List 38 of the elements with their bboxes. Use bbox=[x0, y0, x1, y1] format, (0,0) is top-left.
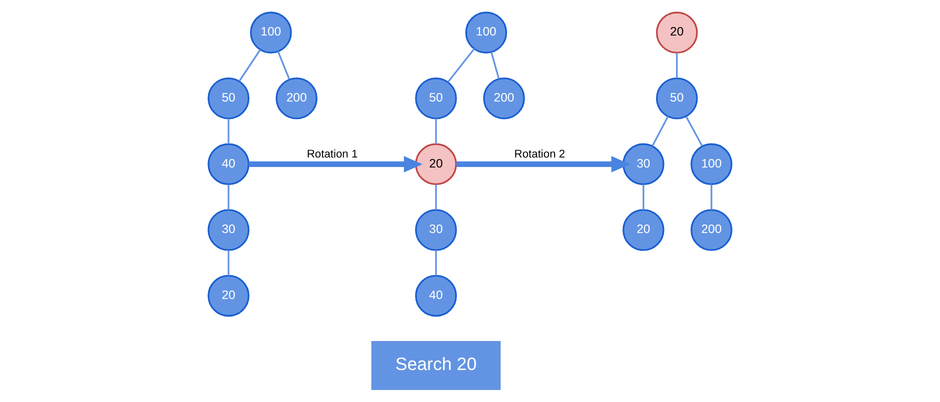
node-circle: 100 bbox=[250, 12, 292, 54]
connector bbox=[238, 49, 261, 82]
node-circle: 40 bbox=[208, 143, 250, 186]
node-circle: 200 bbox=[276, 77, 318, 120]
node-circle: 200 bbox=[690, 209, 732, 251]
connector bbox=[228, 184, 230, 210]
node-circle: 100 bbox=[690, 143, 732, 186]
node-circle: 30 bbox=[208, 209, 250, 251]
connector bbox=[642, 184, 644, 210]
connector bbox=[710, 184, 712, 210]
node-circle: 50 bbox=[415, 77, 457, 120]
node-circle: 20 bbox=[415, 143, 457, 186]
node-circle: 20 bbox=[208, 274, 250, 317]
node-circle: 30 bbox=[622, 143, 664, 186]
node-circle: 20 bbox=[656, 12, 698, 54]
connector bbox=[435, 250, 437, 276]
node-circle: 200 bbox=[483, 77, 525, 120]
arrow bbox=[248, 156, 423, 172]
connector bbox=[447, 48, 475, 82]
node-circle: 100 bbox=[465, 12, 508, 54]
node-circle: 50 bbox=[656, 77, 698, 120]
connector bbox=[228, 250, 230, 276]
connector bbox=[435, 184, 437, 210]
node-circle: 30 bbox=[415, 209, 457, 251]
node-circle: 50 bbox=[208, 77, 250, 120]
connector bbox=[277, 51, 290, 80]
connector bbox=[685, 116, 703, 146]
node-circle: 40 bbox=[415, 274, 457, 317]
connector bbox=[652, 116, 669, 146]
connector bbox=[676, 52, 678, 78]
node-circle: 20 bbox=[622, 209, 664, 251]
connector bbox=[435, 118, 437, 144]
edge-label: Rotation 2 bbox=[514, 148, 566, 161]
node-box: Search 20 bbox=[371, 340, 501, 390]
arrow bbox=[456, 156, 630, 172]
connector bbox=[228, 118, 230, 144]
edge-label: Rotation 1 bbox=[306, 148, 358, 161]
connector bbox=[490, 52, 500, 79]
